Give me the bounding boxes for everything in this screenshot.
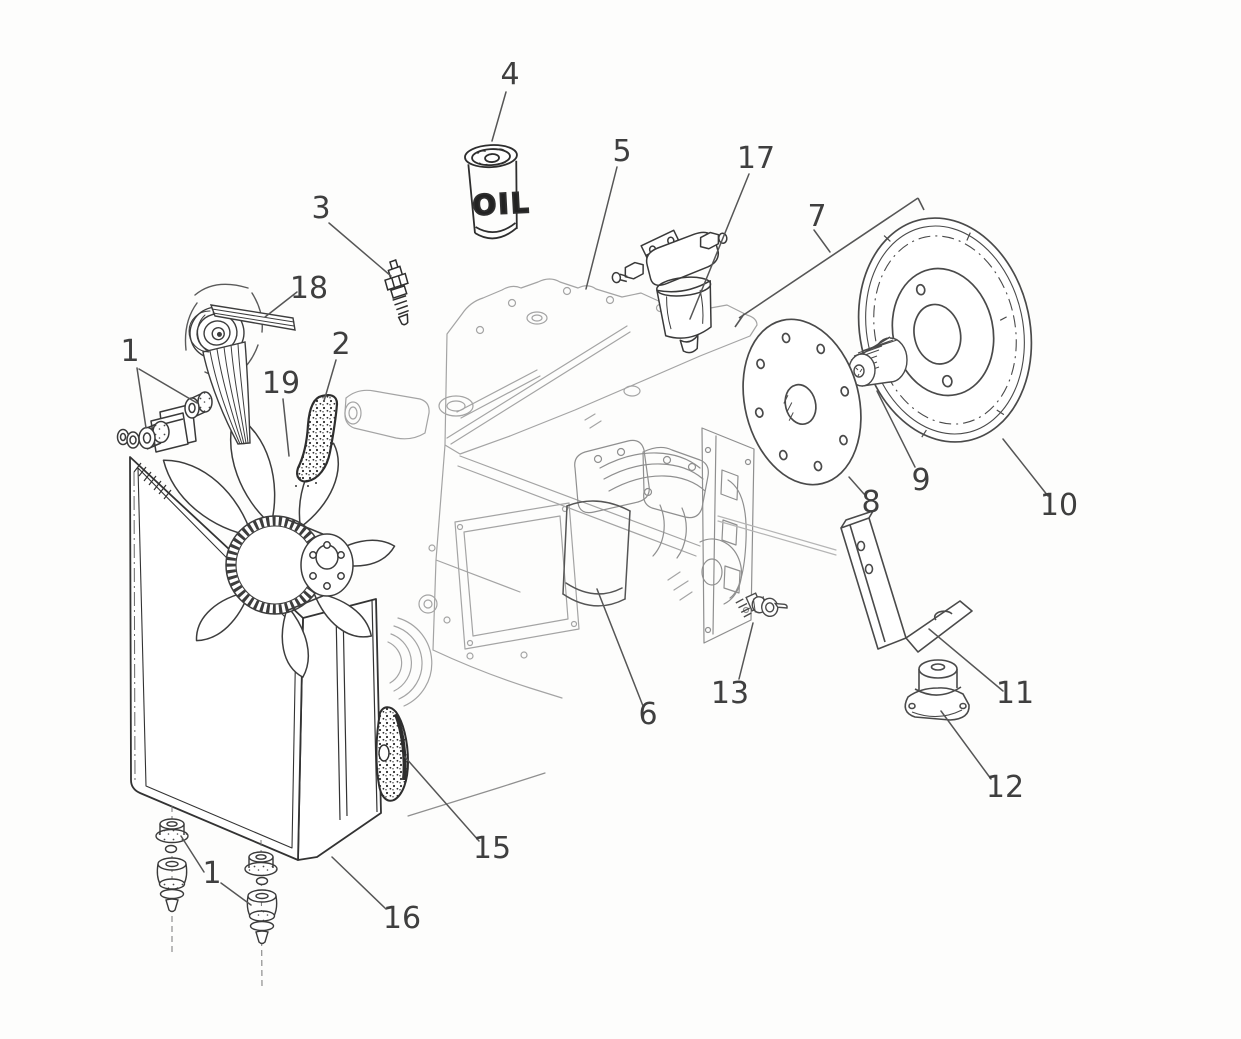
leader-16 (331, 856, 387, 910)
oil-can-label: OIL (472, 186, 532, 222)
callout-3: 3 (311, 191, 330, 226)
callout-6: 6 (638, 697, 657, 732)
callout-19: 19 (262, 366, 300, 401)
leader-8 (848, 476, 865, 495)
radiator-front-face (129, 456, 304, 861)
callout-1-upper: 1 (120, 334, 139, 369)
upper-mount-bushing-set (116, 391, 213, 453)
leader-18 (264, 291, 298, 318)
upper-hose-elbow (295, 394, 339, 487)
leader-4 (491, 91, 507, 142)
bushing-upper-right (184, 391, 213, 419)
bowl-drain (679, 334, 699, 354)
leader-6 (596, 588, 644, 707)
break-marks (584, 413, 693, 601)
leader-19 (282, 398, 290, 457)
callout-13: 13 (711, 676, 749, 711)
head-boss (438, 395, 474, 417)
oil-cooler-plate (454, 502, 580, 650)
callout-10: 10 (1040, 488, 1078, 523)
radiator-top-hatching (133, 462, 172, 500)
filler-cap (526, 311, 548, 325)
crank-pulley-arcs (387, 594, 438, 707)
valve-cover (444, 278, 758, 455)
leader-5 (585, 166, 618, 290)
callout-12: 12 (986, 770, 1024, 805)
radiator (129, 456, 382, 861)
leader-17 (689, 173, 750, 320)
callout-9: 9 (911, 463, 930, 498)
callout-5: 5 (612, 134, 631, 169)
bushing-left (138, 420, 170, 450)
leader-13 (738, 622, 754, 680)
callout-15: 15 (473, 831, 511, 866)
leader-1-lower (180, 835, 252, 906)
leader-12 (940, 710, 992, 780)
belt-top-run (209, 304, 296, 331)
callout-17: 17 (737, 141, 775, 176)
callout-1-lower: 1 (202, 856, 221, 891)
right-fitting (699, 231, 720, 250)
washers-left (116, 428, 140, 449)
callout-16: 16 (383, 901, 421, 936)
oil-pan-edge (407, 772, 546, 817)
flywheel-group (734, 197, 1033, 486)
lower-mount-bushing-stacks (155, 806, 278, 989)
cooling-fan (162, 413, 396, 678)
flywheel-inner-disc (891, 267, 995, 397)
alignment-line (717, 515, 837, 556)
mounting-bracket (840, 510, 973, 653)
callout-2: 2 (331, 327, 350, 362)
drive-plate (742, 318, 862, 486)
fan-blades (162, 413, 396, 678)
leader-9 (876, 390, 916, 468)
rear-plate (701, 427, 755, 644)
leader-lines (136, 91, 1049, 910)
pressure-switch (735, 592, 788, 618)
rubber-mount (904, 659, 970, 721)
callout-labels: 1 3 18 2 19 4 5 17 7 8 9 10 6 13 11 12 1… (120, 57, 1078, 936)
block-edges (432, 444, 701, 699)
callout-18: 18 (290, 271, 328, 306)
mount-stack-right (244, 839, 278, 989)
leader-15 (404, 756, 480, 842)
engine-oil-filter (562, 500, 631, 607)
rear-corner-arc (699, 538, 743, 605)
cover-rail (446, 325, 631, 445)
leader-10 (1002, 438, 1049, 497)
leader-3 (328, 222, 392, 277)
radiator-side-face (297, 598, 382, 861)
leader-11 (928, 628, 1004, 692)
leader-7 (813, 229, 831, 253)
belt-wrap-arcs (188, 310, 211, 353)
callout-11: 11 (996, 676, 1034, 711)
group-bracket-7 (734, 197, 925, 328)
belt-diagonal-run (202, 341, 251, 445)
fan-hub (225, 515, 354, 615)
fuel-filter-assembly (611, 229, 728, 354)
injection-pump-cluster (574, 439, 709, 559)
lower-hose-elbow (375, 706, 410, 802)
radiator-centerline (133, 471, 136, 783)
left-fitting (618, 261, 644, 283)
temperature-sensor (384, 259, 409, 326)
mount-stack-left (155, 806, 189, 952)
callout-4: 4 (500, 57, 519, 92)
oil-filter-can: OIL (464, 144, 532, 240)
leader-2 (323, 359, 337, 402)
leader-1-upper (136, 367, 198, 429)
coupling-hub (848, 336, 908, 387)
callout-8: 8 (861, 485, 880, 520)
drive-belt-and-pulleys (184, 283, 296, 445)
callout-7: 7 (807, 199, 826, 234)
engine-assembly-drawing (344, 278, 837, 817)
filter-bowl (656, 276, 712, 339)
water-outlet-elbow (344, 389, 430, 440)
